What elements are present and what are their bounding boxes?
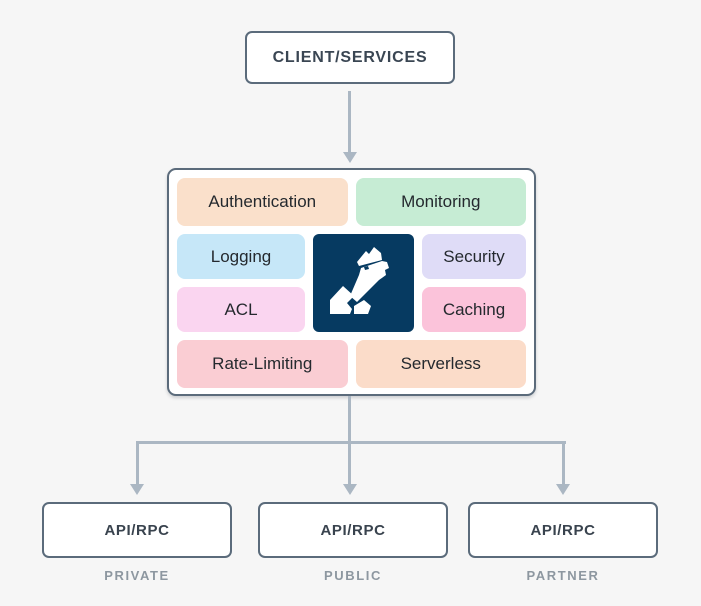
arrow-down-icon: [130, 484, 144, 495]
arrow-down-icon: [343, 484, 357, 495]
gateway-col-left: Logging ACL: [177, 234, 305, 332]
plugin-chip-acl: ACL: [177, 287, 305, 332]
arrow-client-to-gateway-stem: [348, 91, 351, 153]
client-services-label: CLIENT/SERVICES: [272, 48, 428, 66]
arrow-down-icon: [556, 484, 570, 495]
branch-horizontal-line: [136, 441, 566, 444]
plugin-chip-rate-limiting: Rate-Limiting: [177, 340, 348, 388]
plugin-chip-logging: Logging: [177, 234, 305, 279]
endpoint-box-public: API/RPC: [258, 502, 448, 558]
endpoint-box-partner: API/RPC: [468, 502, 658, 558]
gateway-row-middle: Logging ACL Security Caching: [177, 234, 526, 332]
endpoint-sublabel-public: PUBLIC: [324, 568, 382, 583]
plugin-chip-monitoring: Monitoring: [355, 178, 526, 226]
plugin-chip-authentication: Authentication: [177, 178, 348, 226]
gateway-row-top: Authentication Monitoring: [177, 178, 526, 226]
gateway-box: Authentication Monitoring Logging ACL Se…: [167, 168, 536, 396]
arrow-down-icon: [343, 152, 357, 163]
kong-gorilla-icon: [330, 247, 389, 314]
gateway-row-bottom: Rate-Limiting Serverless: [177, 340, 526, 388]
endpoint-label: API/RPC: [530, 521, 596, 539]
endpoint-box-private: API/RPC: [42, 502, 232, 558]
arrow-right-stem: [562, 441, 565, 485]
plugin-chip-caching: Caching: [422, 287, 526, 332]
arrow-gateway-center-stem: [348, 396, 351, 485]
plugin-chip-serverless: Serverless: [355, 340, 526, 388]
plugin-chip-security: Security: [422, 234, 526, 279]
endpoint-label: API/RPC: [320, 521, 386, 539]
client-services-box: CLIENT/SERVICES: [245, 31, 455, 84]
endpoint-label: API/RPC: [104, 521, 170, 539]
arrow-left-stem: [136, 441, 139, 485]
gateway-col-right: Security Caching: [422, 234, 526, 332]
kong-logo: [313, 234, 414, 332]
endpoint-sublabel-partner: PARTNER: [526, 568, 600, 583]
endpoint-sublabel-private: PRIVATE: [104, 568, 170, 583]
